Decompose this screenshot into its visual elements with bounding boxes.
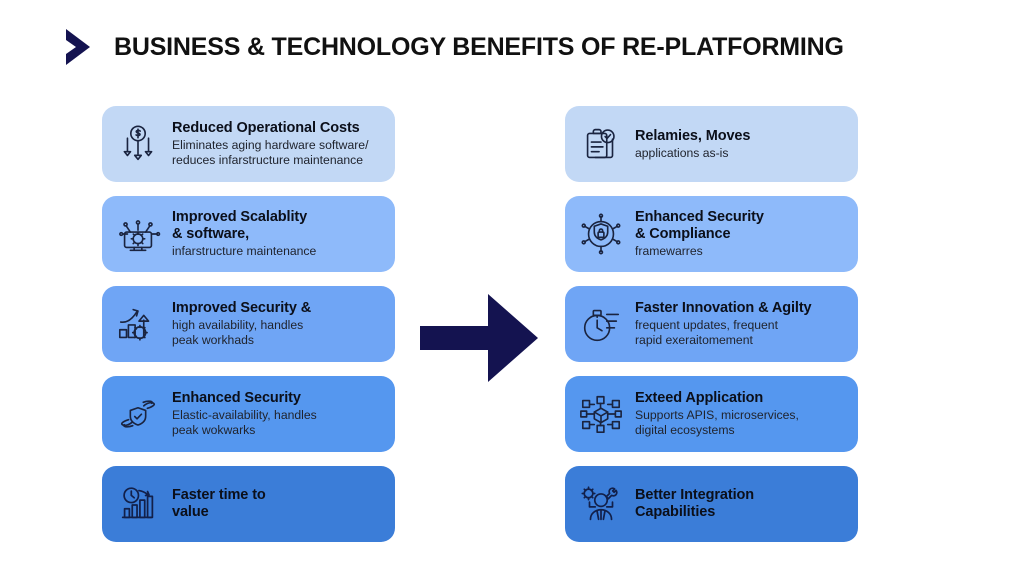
card-title: Faster time to value <box>172 487 266 520</box>
card-subtitle: infarstructure maintenance <box>172 244 317 259</box>
security-lock-network-icon <box>575 208 627 260</box>
card-subtitle: Elastic-availability, handles peak wokwa… <box>172 408 317 437</box>
scalability-monitor-icon <box>112 208 164 260</box>
arrow-right-icon <box>420 294 538 382</box>
card-subtitle: high availability, handles peak workhads <box>172 318 304 347</box>
page-title: BUSINESS & TECHNOLOGY BENEFITS OF RE-PLA… <box>114 32 844 61</box>
network-nodes-cube-icon <box>575 388 627 440</box>
card-title: Enhanced Security & Compliance <box>635 209 764 243</box>
benefit-card-better-integration[interactable]: Better Integration Capabilities <box>565 466 858 542</box>
benefit-card-faster-time-to-value[interactable]: Faster time to value <box>102 466 395 542</box>
card-text: Enhanced Security Elastic-availability, … <box>172 390 383 437</box>
card-title: Reduced Operational Costs <box>172 120 360 137</box>
stopwatch-icon <box>575 298 627 350</box>
speed-bar-chart-icon <box>112 478 164 530</box>
card-title: Exteed Application <box>635 390 764 407</box>
card-text: Faster Innovation & Agilty frequent upda… <box>635 300 846 347</box>
card-text: Faster time to value <box>172 487 383 521</box>
card-title: Enhanced Security <box>172 390 301 407</box>
card-subtitle: framewarres <box>635 244 703 259</box>
card-subtitle: frequent updates, frequent rapid exerait… <box>635 318 778 347</box>
card-title: Relamies, Moves <box>635 127 751 144</box>
transition-arrow <box>420 292 540 384</box>
hands-shield-icon <box>112 388 164 440</box>
card-title: Improved Scalablity & software, <box>172 209 308 243</box>
card-text: Enhanced Security & Compliance framewarr… <box>635 209 846 259</box>
benefit-card-enhanced-security[interactable]: Enhanced Security Elastic-availability, … <box>102 376 395 452</box>
growth-chart-gear-icon <box>112 298 164 350</box>
benefit-card-reduced-operational-costs[interactable]: Reduced Operational Costs Eliminates agi… <box>102 106 395 182</box>
card-text: Exteed Application Supports APIS, micros… <box>635 390 846 437</box>
card-title: Improved Security & <box>172 300 312 317</box>
card-text: Improved Security & high availability, h… <box>172 300 383 347</box>
card-title: Faster Innovation & Agilty <box>635 300 812 317</box>
clipboard-check-icon <box>575 118 627 170</box>
person-gear-wrench-icon <box>575 478 627 530</box>
card-subtitle: Eliminates aging hardware software/ redu… <box>172 138 369 167</box>
benefit-card-exteed-application[interactable]: Exteed Application Supports APIS, micros… <box>565 376 858 452</box>
slide-header: BUSINESS & TECHNOLOGY BENEFITS OF RE-PLA… <box>62 24 844 70</box>
benefit-card-enhanced-security-compliance[interactable]: Enhanced Security & Compliance framewarr… <box>565 196 858 272</box>
benefit-card-relamies-moves[interactable]: Relamies, Moves applications as-is <box>565 106 858 182</box>
right-benefits-column: Relamies, Moves applications as-is Enhan… <box>565 106 858 542</box>
card-subtitle: Supports APIS, microservices, digital ec… <box>635 408 799 437</box>
card-text: Reduced Operational Costs Eliminates agi… <box>172 120 383 167</box>
card-title: Better Integration Capabilities <box>635 487 755 520</box>
card-text: Improved Scalablity & software, infarstr… <box>172 209 383 259</box>
card-subtitle: applications as-is <box>635 145 729 160</box>
benefit-card-faster-innovation[interactable]: Faster Innovation & Agilty frequent upda… <box>565 286 858 362</box>
chevron-right-icon <box>66 29 90 65</box>
benefit-card-improved-scalability[interactable]: Improved Scalablity & software, infarstr… <box>102 196 395 272</box>
benefit-card-improved-security[interactable]: Improved Security & high availability, h… <box>102 286 395 362</box>
left-benefits-column: Reduced Operational Costs Eliminates agi… <box>102 106 395 542</box>
cost-reduction-icon <box>112 118 164 170</box>
card-text: Relamies, Moves applications as-is <box>635 128 846 161</box>
card-text: Better Integration Capabilities <box>635 487 846 521</box>
